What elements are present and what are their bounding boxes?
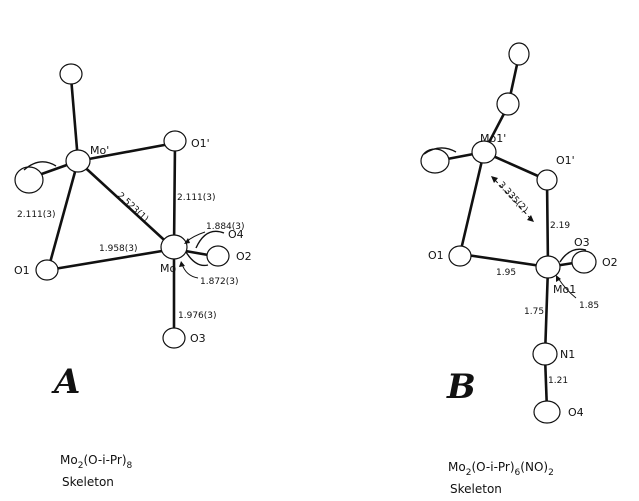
panel-a-formula: Mo2(O-i-Pr)8 <box>60 453 133 471</box>
atom-b-top-carbon-2 <box>496 92 520 116</box>
bond-mo-prime-top <box>69 75 80 163</box>
dash-b-mo-mo <box>494 179 531 219</box>
dist-mo-mo: 2.523(1) <box>115 191 150 225</box>
label-o1: O1 <box>14 264 30 277</box>
bond-o1-mo <box>46 247 176 272</box>
dist-b-n1-o4: 1.21 <box>548 376 568 386</box>
panel-a-structure: Mo' O1' O1 Mo O2 O3 O4 2.523(1) 2.111(3)… <box>14 63 252 489</box>
arrow-mo-o2-head <box>179 261 185 267</box>
label-o1-prime: O1' <box>191 137 210 150</box>
bond-mo-prime-o1-prime <box>76 141 177 163</box>
dist-o1-prime-mo: 2.111(3) <box>177 193 216 203</box>
bond-mo-prime-o1 <box>46 159 80 272</box>
atom-b-mo1-prime <box>471 140 497 164</box>
dash-b-mo-mo-head-1 <box>491 176 498 183</box>
dash-b-mo-mo-head-2 <box>527 215 534 222</box>
bond-b-mo1-n1 <box>543 265 550 358</box>
dist-b-o1-prime-mo1: 2.19 <box>550 221 570 231</box>
atom-o1 <box>35 259 59 281</box>
bond-b-o1-mo1 <box>458 252 550 269</box>
label-o4: O4 <box>228 228 244 241</box>
atom-mo-prime <box>65 149 91 173</box>
atom-left-oxygen-arc <box>23 161 57 171</box>
atom-o1-prime <box>163 130 187 152</box>
bond-b-o1-prime-mo1 <box>545 178 550 269</box>
bond-o1-prime-mo <box>172 141 177 251</box>
atom-b-o2 <box>571 250 597 274</box>
mo-o2-arc <box>185 251 209 267</box>
label-b-o4: O4 <box>568 406 584 419</box>
panel-b-structure: Mo1' O1' O1 Mo1 O2 O3 N1 O4 3.335(2) 2.1… <box>420 42 618 496</box>
atom-b-left-oxygen-arc <box>423 147 457 155</box>
dist-mo-o4: 1.884(3) <box>206 222 245 232</box>
label-b-mo1: Mo1 <box>553 283 576 296</box>
atom-o4-arc <box>195 230 225 249</box>
atom-b-o1-prime <box>536 169 558 191</box>
label-o2: O2 <box>236 250 252 263</box>
panel-b-formula: Mo2(O-i-Pr)6(NO)2 <box>448 460 554 478</box>
dist-o1-mo: 1.958(3) <box>99 244 138 254</box>
arrow-mo-o2 <box>181 263 199 279</box>
dist-b-mo1-o2: 1.85 <box>579 301 599 311</box>
panel-b-caption-skeleton: Skeleton <box>450 482 502 496</box>
atom-mo <box>160 234 188 260</box>
dist-b-mo1-n1: 1.75 <box>524 307 544 317</box>
dist-mo-prime-o1: 2.111(3) <box>17 210 56 220</box>
label-b-o2: O2 <box>602 256 618 269</box>
dist-mo-o2: 1.872(3) <box>200 277 239 287</box>
bond-mo-prime-mo <box>76 159 176 251</box>
label-mo-prime: Mo' <box>90 144 109 157</box>
atom-left-oxygen <box>14 166 44 194</box>
arrow-b-mo1-o2-head <box>556 275 561 282</box>
atom-b-top-carbon-1 <box>508 42 530 66</box>
label-b-mo1-prime: Mo1' <box>480 132 506 145</box>
atom-top-carbon <box>59 63 83 85</box>
atom-b-o3-arc <box>559 248 587 263</box>
arrow-mo-o4-head <box>184 238 190 244</box>
atom-o2 <box>206 245 230 267</box>
bond-b-mo1-prime-o1 <box>458 150 486 256</box>
dist-b-mo-mo: 3.335(2) <box>496 180 530 215</box>
atom-o3 <box>162 327 186 349</box>
label-b-o3: O3 <box>574 236 590 249</box>
atom-b-mo1 <box>535 255 561 279</box>
dist-mo-o3: 1.976(3) <box>178 311 217 321</box>
panel-a-letter: A <box>51 362 80 402</box>
label-o3: O3 <box>190 332 206 345</box>
label-b-o1: O1 <box>428 249 444 262</box>
label-b-n1: N1 <box>560 348 575 361</box>
panel-a-caption-skeleton: Skeleton <box>62 475 114 489</box>
dist-b-o1-mo1: 1.95 <box>496 268 516 278</box>
atom-b-o1 <box>448 245 472 267</box>
panel-b-letter: B <box>446 367 476 407</box>
label-b-o1-prime: O1' <box>556 154 575 167</box>
atom-b-o4 <box>533 400 561 424</box>
atom-b-n1 <box>532 342 558 366</box>
label-mo: Mo <box>160 262 176 275</box>
